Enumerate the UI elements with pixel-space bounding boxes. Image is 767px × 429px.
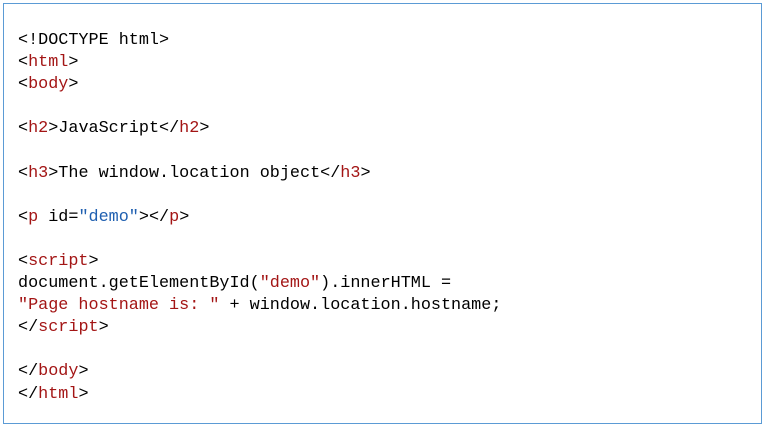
code-token: >	[199, 119, 210, 139]
code-token: script	[28, 251, 89, 271]
code-token: >The window.location object</	[48, 163, 341, 183]
code-line: "Page hostname is: " + window.location.h…	[18, 295, 501, 317]
code-token: >	[78, 362, 89, 382]
code-token: "Page hostname is: "	[18, 296, 220, 316]
code-block: <!DOCTYPE html><html><body> <h2>JavaScri…	[18, 30, 501, 406]
code-token: script	[38, 318, 99, 338]
code-token: "demo"	[259, 274, 321, 294]
code-line	[18, 96, 501, 118]
code-token: document.getElementById(	[18, 274, 260, 294]
code-token: >	[360, 163, 371, 183]
code-token: ).innerHTML =	[320, 274, 452, 294]
code-line: </html>	[18, 384, 501, 406]
code-token: h2	[28, 119, 49, 139]
code-token: <	[18, 251, 29, 271]
code-token: h3	[28, 163, 49, 183]
code-token: >	[98, 318, 109, 338]
code-token: >	[179, 207, 190, 227]
code-line: </script>	[18, 317, 501, 339]
code-line: <script>	[18, 251, 501, 273]
code-token: </	[18, 384, 39, 404]
code-line: </body>	[18, 361, 501, 383]
code-token: h2	[179, 119, 200, 139]
code-token: p	[169, 207, 180, 227]
code-token: </	[18, 318, 39, 338]
code-token: html	[28, 53, 69, 73]
code-token: html	[38, 384, 79, 404]
code-token: >	[68, 53, 79, 73]
code-token: >	[88, 251, 99, 271]
code-line: <h3>The window.location object</h3>	[18, 163, 501, 185]
code-line: <html>	[18, 52, 501, 74]
code-token: h3	[340, 163, 361, 183]
code-token: p	[28, 207, 39, 227]
code-line: <p id="demo"></p>	[18, 207, 501, 229]
code-token: </	[18, 362, 39, 382]
code-token: body	[28, 75, 69, 95]
code-line	[18, 229, 501, 251]
code-line	[18, 185, 501, 207]
code-token: + window.location.hostname;	[219, 296, 502, 316]
code-token: "demo"	[78, 207, 139, 227]
code-token: <	[18, 207, 29, 227]
code-token: <	[18, 53, 29, 73]
code-token: <	[18, 119, 29, 139]
code-line: <body>	[18, 74, 501, 96]
code-line: <h2>JavaScript</h2>	[18, 118, 501, 140]
code-token: <	[18, 75, 29, 95]
code-line: <!DOCTYPE html>	[18, 30, 501, 52]
code-token: ></	[138, 207, 170, 227]
code-frame: <!DOCTYPE html><html><body> <h2>JavaScri…	[3, 3, 762, 424]
code-line	[18, 339, 501, 361]
code-line	[18, 140, 501, 162]
code-line: document.getElementById("demo").innerHTM…	[18, 273, 501, 295]
code-token: <!DOCTYPE html>	[18, 31, 170, 50]
code-token: >	[68, 75, 79, 95]
code-token: id=	[38, 207, 79, 227]
code-token: <	[18, 163, 29, 183]
code-token: body	[38, 362, 79, 382]
code-token: >JavaScript</	[48, 119, 180, 139]
code-token: >	[78, 384, 89, 404]
